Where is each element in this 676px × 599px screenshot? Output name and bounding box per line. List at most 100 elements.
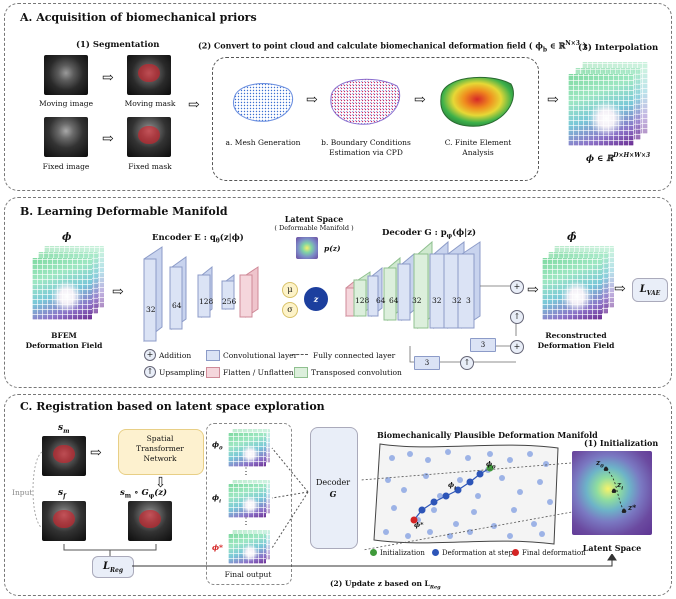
arrow-icon: ⇨ <box>90 445 102 461</box>
phi-hat-label: ϕ̂ <box>567 232 577 243</box>
manifold-point <box>507 457 513 463</box>
manifold-point <box>389 455 395 461</box>
side-conv-layer: 3 <box>414 356 440 370</box>
fea-label-1: C. Finite Element <box>444 138 512 147</box>
dec-layer-label: 32 <box>432 296 442 305</box>
moving-image <box>44 55 88 95</box>
decoder-layers <box>345 240 481 330</box>
manifold-point <box>491 523 497 529</box>
arrow-icon: ⇨ <box>306 92 318 108</box>
moving-mask <box>127 55 171 95</box>
legend-flatten: Flatten / Unflatten <box>223 368 294 377</box>
legend-addition: Addition <box>159 351 192 360</box>
panel-b-title: B. Learning Deformable Manifold <box>20 205 228 218</box>
manifold-point <box>431 507 437 513</box>
manifold-point <box>465 455 471 461</box>
upsampling-icon: ↑ <box>144 366 156 378</box>
arrow-icon: ⇨ <box>188 97 200 113</box>
sm-label: sm <box>58 423 70 435</box>
cpd-point-cloud <box>330 78 401 125</box>
latent-space-label: Latent Space <box>582 543 642 553</box>
manifold-point <box>547 499 553 505</box>
manifold-point <box>401 487 407 493</box>
arrow-icon: ⇨ <box>414 92 426 108</box>
bfem-label-1: BFEM <box>51 331 77 340</box>
fixed-image-label: Fixed image <box>42 162 90 171</box>
stn-label-3: Network <box>143 454 177 463</box>
manifold-point <box>453 521 459 527</box>
segmentation-title: (1) Segmentation <box>76 40 160 50</box>
manifold-point <box>425 457 431 463</box>
phii-label: ϕi <box>212 493 221 505</box>
sigma-node: σ <box>282 302 298 318</box>
stn-label-1: Spatial <box>146 434 174 443</box>
mu-node: μ <box>282 282 298 298</box>
fixed-mask <box>127 117 171 157</box>
manifold-point <box>537 479 543 485</box>
zstar-label: z* <box>628 503 637 512</box>
bfem-label-2: Deformation Field <box>25 341 103 350</box>
spatial-transformer-box <box>118 429 204 475</box>
reg-loss-box: LReg <box>92 556 134 578</box>
fixed-mask-label: Fixed mask <box>128 162 172 171</box>
manifold-point <box>427 529 433 535</box>
fea-label-2: Analysis <box>462 148 494 157</box>
legend-step-dot <box>432 549 439 556</box>
step-point <box>442 492 450 500</box>
interpolation-title: (3) Interpolation <box>578 43 659 53</box>
phi-label: ϕ <box>62 232 72 243</box>
phi0-output-grid <box>228 433 266 467</box>
update-label: (2) Update z based on LReg <box>330 579 441 591</box>
legend-flatten-swatch <box>206 367 220 378</box>
arrow-icon: ⇨ <box>547 92 559 108</box>
legend-fc: Fully connected layer <box>313 351 396 360</box>
warped-mask <box>128 501 172 541</box>
arrow-icon: ⇨ <box>102 131 114 147</box>
decoder-g-label-2: G <box>329 489 337 499</box>
dec-layer-label: 3 <box>466 296 471 305</box>
manifold-point <box>475 493 481 499</box>
update-feedback-arrow <box>132 554 617 567</box>
enc-layer-label: 128 <box>199 297 214 306</box>
panel-a-title: A. Acquisition of biomechanical priors <box>20 11 257 24</box>
manifold-point <box>391 505 397 511</box>
legend-final: Final deformation <box>522 549 586 557</box>
manifold-point <box>457 477 463 483</box>
init-point <box>486 464 494 472</box>
enc-layer-label: 64 <box>172 301 182 310</box>
addition-icon: + <box>144 349 156 361</box>
phistar-label: ϕ* <box>212 543 223 552</box>
phi0-label: ϕ0 <box>212 440 223 452</box>
phii-output-grid <box>228 484 266 518</box>
point-cloud-title: (2) Convert to point cloud and calculate… <box>198 40 587 54</box>
manifold-point <box>405 533 411 539</box>
encoder-layers <box>143 246 259 343</box>
manifold-phii-label: ϕi <box>448 481 457 492</box>
manifold-point <box>527 451 533 457</box>
fixed-mask-input <box>42 501 86 541</box>
manifold-latent-links <box>360 461 584 551</box>
manifold-point <box>383 529 389 535</box>
dec-layer-label: 32 <box>452 296 462 305</box>
manifold-points <box>383 449 553 539</box>
dec-layer-label: 32 <box>412 296 422 305</box>
latent-prior-image <box>296 237 318 259</box>
final-output-label: Final output <box>224 570 272 579</box>
arrow-icon: ⇨ <box>527 282 539 298</box>
side-conv-layer: 3 <box>470 338 496 352</box>
arrow-icon: ⇨ <box>614 281 626 297</box>
step-point <box>454 486 462 494</box>
step-point <box>476 470 484 478</box>
reconstructed-field-grid <box>542 258 602 320</box>
manifold-phi0-label: ϕ0 <box>486 460 496 471</box>
vertical-dots: ⋮ <box>241 517 251 527</box>
decoder-g-box <box>310 427 358 549</box>
panel-c-title: C. Registration based on latent space ex… <box>20 400 325 413</box>
phistar-output-grid <box>228 534 266 564</box>
cpd-label-1: b. Boundary Conditions <box>321 138 411 147</box>
latent-title: Latent Space <box>284 214 344 224</box>
stn-label-2: Transformer <box>136 444 184 453</box>
sf-label: sf <box>58 488 66 500</box>
legend-tconv-swatch <box>294 367 308 378</box>
vertical-dots: ⋮ <box>241 467 251 477</box>
